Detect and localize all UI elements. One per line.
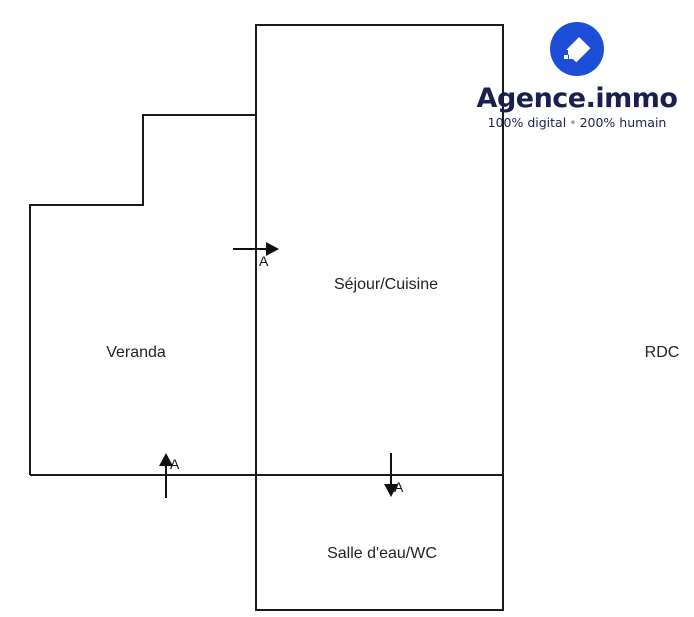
room-label-sejour-cuisine: Séjour/Cuisine (334, 276, 438, 293)
section-arrow-east (233, 242, 279, 256)
agency-logo: Agence.immo 100% digital•200% humain (472, 22, 682, 131)
veranda-walls (29, 114, 256, 475)
logo-name: Agence.immo (476, 83, 678, 114)
room-label-salle-eau-wc: Salle d'eau/WC (327, 545, 437, 562)
section-arrow-south (384, 453, 398, 497)
section-marker-a-south: A (394, 479, 404, 495)
logo-tagline-separator: • (569, 115, 577, 130)
room-label-veranda: Veranda (106, 344, 166, 361)
house-badge-icon (550, 22, 604, 76)
logo-tagline-humain: 200% humain (579, 115, 667, 130)
section-arrow-north (159, 453, 173, 498)
logo-tagline: 100% digital•200% humain (472, 115, 682, 131)
level-label: RDC (645, 344, 680, 361)
logo-tagline-digital: 100% digital (487, 115, 567, 130)
section-marker-a-north: A (170, 456, 180, 472)
section-marker-a-east: A (259, 253, 269, 269)
main-block-walls (255, 24, 504, 611)
